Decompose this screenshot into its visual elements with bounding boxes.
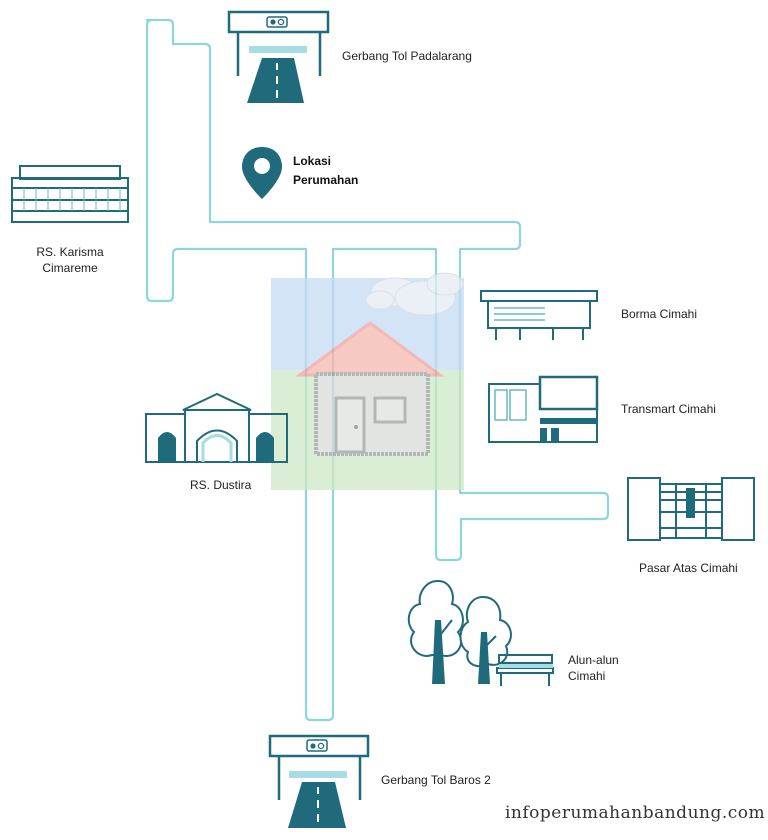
road-upper-left	[145, 18, 610, 722]
house-icon	[295, 321, 445, 456]
label-pasar-atas-cimahi: Pasar Atas Cimahi	[639, 561, 738, 575]
road-network	[145, 18, 610, 722]
label-transmart-cimahi: Transmart Cimahi	[621, 402, 716, 416]
market-icon	[627, 477, 755, 541]
cloud-icon	[365, 272, 464, 316]
label-borma-cimahi: Borma Cimahi	[621, 307, 698, 321]
hospital-building-icon	[11, 165, 129, 223]
mall-icon	[488, 375, 599, 443]
label-alun-alun-cimahi: Alun-alun Cimahi	[568, 652, 619, 684]
label-alun-alun-line2: Cimahi	[568, 669, 606, 683]
watermark-text: infoperumahanbandung.com	[505, 803, 766, 823]
label-rs-dustira: RS. Dustira	[190, 478, 252, 492]
store-icon	[480, 290, 598, 340]
label-gerbang-tol-baros: Gerbang Tol Baros 2	[381, 773, 491, 787]
label-lokasi-line2: Perumahan	[293, 173, 359, 187]
park-icon	[407, 579, 554, 686]
label-lokasi-line1: Lokasi	[293, 154, 332, 168]
label-rs-karisma-line1: RS. Karisma	[36, 245, 104, 259]
label-gerbang-tol-padalarang: Gerbang Tol Padalarang	[342, 49, 472, 63]
hospital-gate-icon	[145, 392, 288, 463]
house-picture	[271, 272, 464, 490]
label-lokasi-perumahan: Lokasi Perumahan	[293, 152, 358, 190]
toll-gate-baros-icon	[268, 734, 370, 828]
label-rs-karisma: RS. Karisma Cimareme	[10, 244, 130, 276]
label-rs-karisma-line2: Cimareme	[42, 261, 98, 275]
label-alun-alun-line1: Alun-alun	[568, 653, 619, 667]
toll-gate-padalarang-icon	[227, 10, 330, 103]
map-pin-icon	[242, 147, 282, 199]
